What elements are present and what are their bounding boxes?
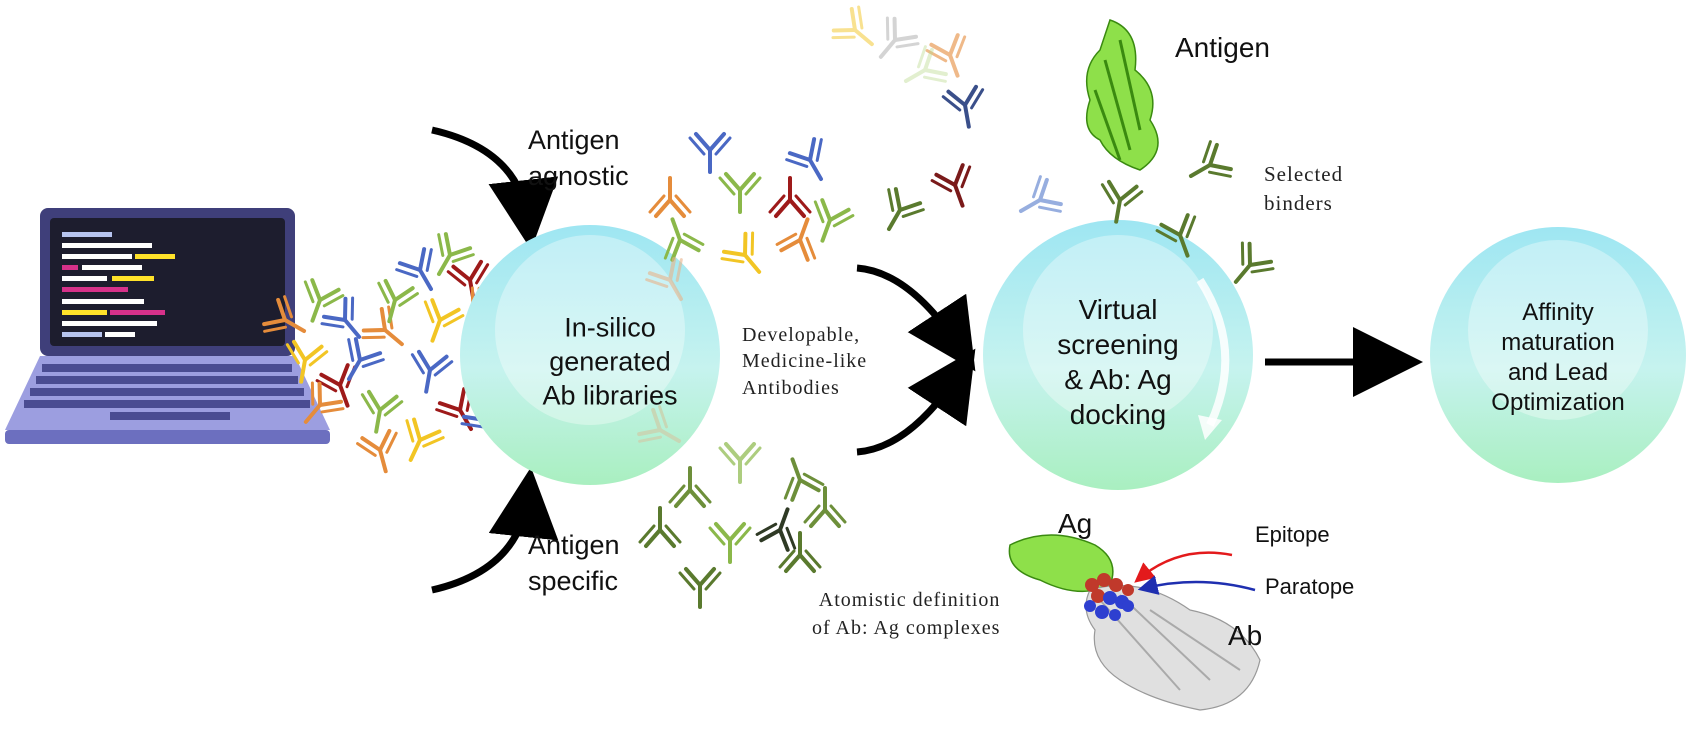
rotation-arrow <box>1196 277 1230 427</box>
antigen-specific-label: Antigen specific <box>528 528 620 599</box>
library-line-3: Ab libraries <box>542 379 678 410</box>
maturation-line-2: maturation <box>1501 329 1615 356</box>
selected-binders-label: Selected binders <box>1264 160 1343 219</box>
antigen-agnostic-line-1: Antigen <box>528 125 620 155</box>
atomistic-line-2: of Ab: Ag complexes <box>812 617 1001 639</box>
atomistic-label: Atomistic definition of Ab: Ag complexes <box>812 586 1000 642</box>
maturation-line-3: and Lead <box>1507 359 1609 386</box>
ag-label: Ag <box>1058 508 1093 539</box>
screening-circle <box>983 220 1253 490</box>
paratope-arrow <box>1137 575 1256 595</box>
developable-line-2: Medicine-like <box>742 350 868 373</box>
screening-line-1: Virtual <box>1078 294 1158 325</box>
arrow-to-screening-top <box>856 264 976 372</box>
selected-binders-line-1: Selected <box>1264 162 1344 186</box>
library-label: In-silico generated Ab libraries <box>542 311 677 412</box>
antigen-agnostic-line-2: agnostic <box>528 160 629 191</box>
code-lines <box>62 232 175 337</box>
ab-label: Ab <box>1228 620 1263 651</box>
antibody-cloud-top <box>642 2 1066 312</box>
maturation-label: Affinity maturation and Lead Optimizatio… <box>1491 298 1624 418</box>
screening-line-4: docking <box>1069 399 1167 430</box>
arrow-antigen-specific <box>431 467 559 594</box>
arrow-to-screening-bottom <box>856 348 976 456</box>
laptop-icon <box>5 208 330 444</box>
library-line-1: In-silico <box>564 312 656 343</box>
screening-label: Virtual screening & Ab: Ag docking <box>1057 292 1178 432</box>
maturation-line-1: Affinity <box>1522 299 1594 326</box>
maturation-circle <box>1430 227 1686 483</box>
paratope-label: Paratope <box>1265 574 1355 599</box>
antigen-agnostic-label: Antigen agnostic <box>528 123 629 194</box>
library-line-2: generated <box>549 346 671 377</box>
antigen-specific-line-2: specific <box>528 565 619 596</box>
antigen-structure <box>1085 19 1159 171</box>
epitope-arrow <box>1134 551 1233 583</box>
developable-line-3: Antibodies <box>742 376 840 399</box>
developable-label: Developable, Medicine-like Antibodies <box>742 322 867 401</box>
antibody-cloud-bottom <box>634 402 847 609</box>
screening-line-3: & Ab: Ag <box>1064 364 1172 395</box>
ab-ag-complex <box>1008 534 1261 711</box>
antigen-specific-line-1: Antigen <box>528 530 620 560</box>
developable-line-1: Developable, <box>742 324 861 346</box>
epitope-label: Epitope <box>1255 522 1330 547</box>
atomistic-line-1: Atomistic definition <box>818 589 1001 611</box>
arrow-antigen-agnostic <box>431 126 559 250</box>
selected-binders-line-2: binders <box>1264 191 1333 216</box>
maturation-line-4: Optimization <box>1491 389 1625 416</box>
antigen-label: Antigen <box>1175 32 1270 63</box>
screening-line-2: screening <box>1057 329 1179 360</box>
